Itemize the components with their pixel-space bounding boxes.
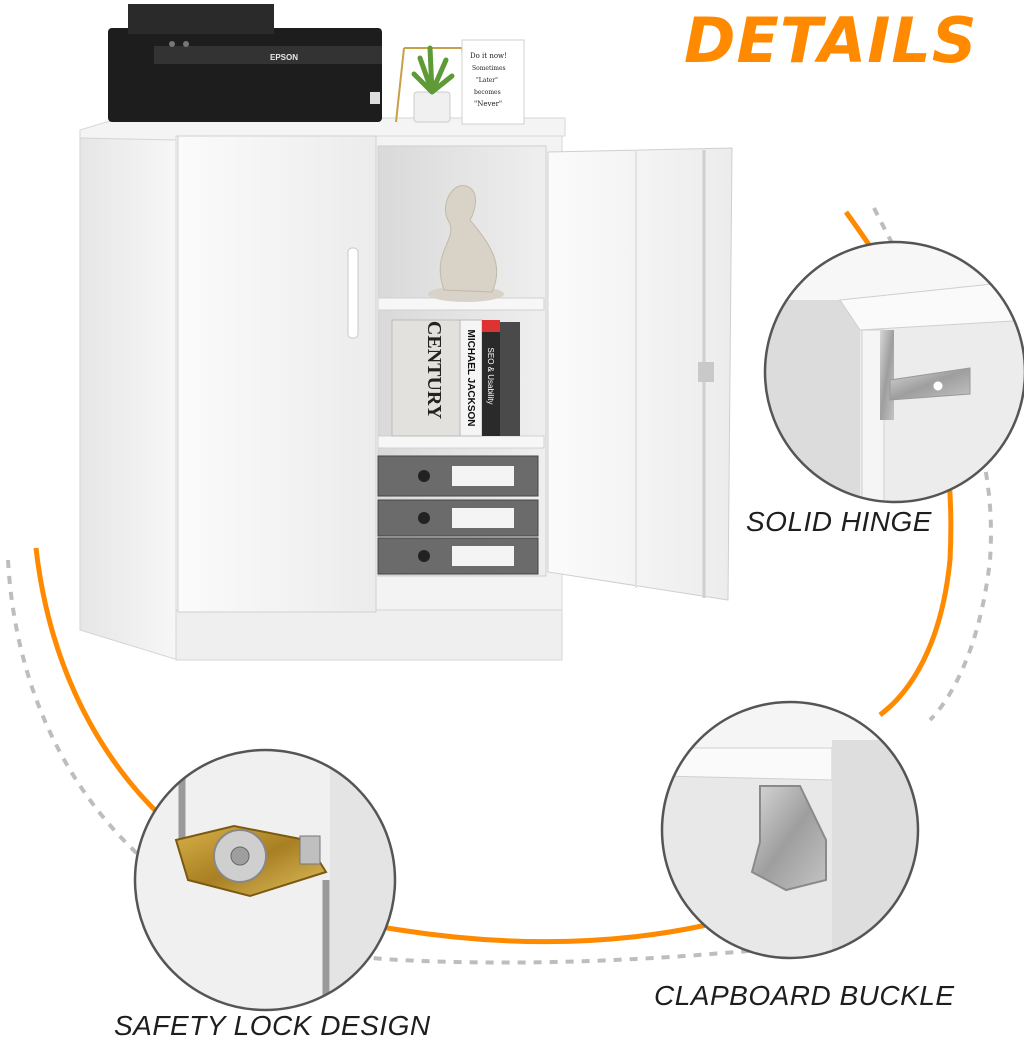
sculpture-decoration <box>428 185 504 302</box>
svg-text:"Never": "Never" <box>474 100 502 108</box>
svg-text:becomes: becomes <box>474 89 501 96</box>
hinge-detail-icon <box>763 240 1024 504</box>
svg-text:Do it now!: Do it now! <box>470 52 507 60</box>
binders <box>377 455 539 575</box>
plant-decoration <box>395 45 471 123</box>
lock-detail-icon <box>133 748 397 1012</box>
svg-text:SEO & Usability: SEO & Usability <box>486 348 495 405</box>
buckle-detail-icon <box>660 700 920 960</box>
hinge-caption: SOLID HINGE <box>746 506 932 537</box>
svg-text:"Later": "Later" <box>476 77 498 84</box>
printer: EPSON <box>108 4 382 122</box>
buckle-caption: CLAPBOARD BUCKLE <box>654 980 955 1011</box>
books: CENTURY MICHAEL JACKSON SEO & Usability <box>391 319 520 437</box>
svg-text:MICHAEL JACKSON: MICHAEL JACKSON <box>465 329 476 426</box>
svg-text:Sometimes: Sometimes <box>472 65 506 72</box>
svg-text:CENTURY: CENTURY <box>423 321 445 420</box>
printer-brand: EPSON <box>270 53 298 62</box>
lock-caption: SAFETY LOCK DESIGN <box>114 1010 431 1041</box>
page-title: DETAILS <box>684 4 978 77</box>
quote-sign: Do it now! Sometimes "Later" becomes "Ne… <box>461 39 525 125</box>
